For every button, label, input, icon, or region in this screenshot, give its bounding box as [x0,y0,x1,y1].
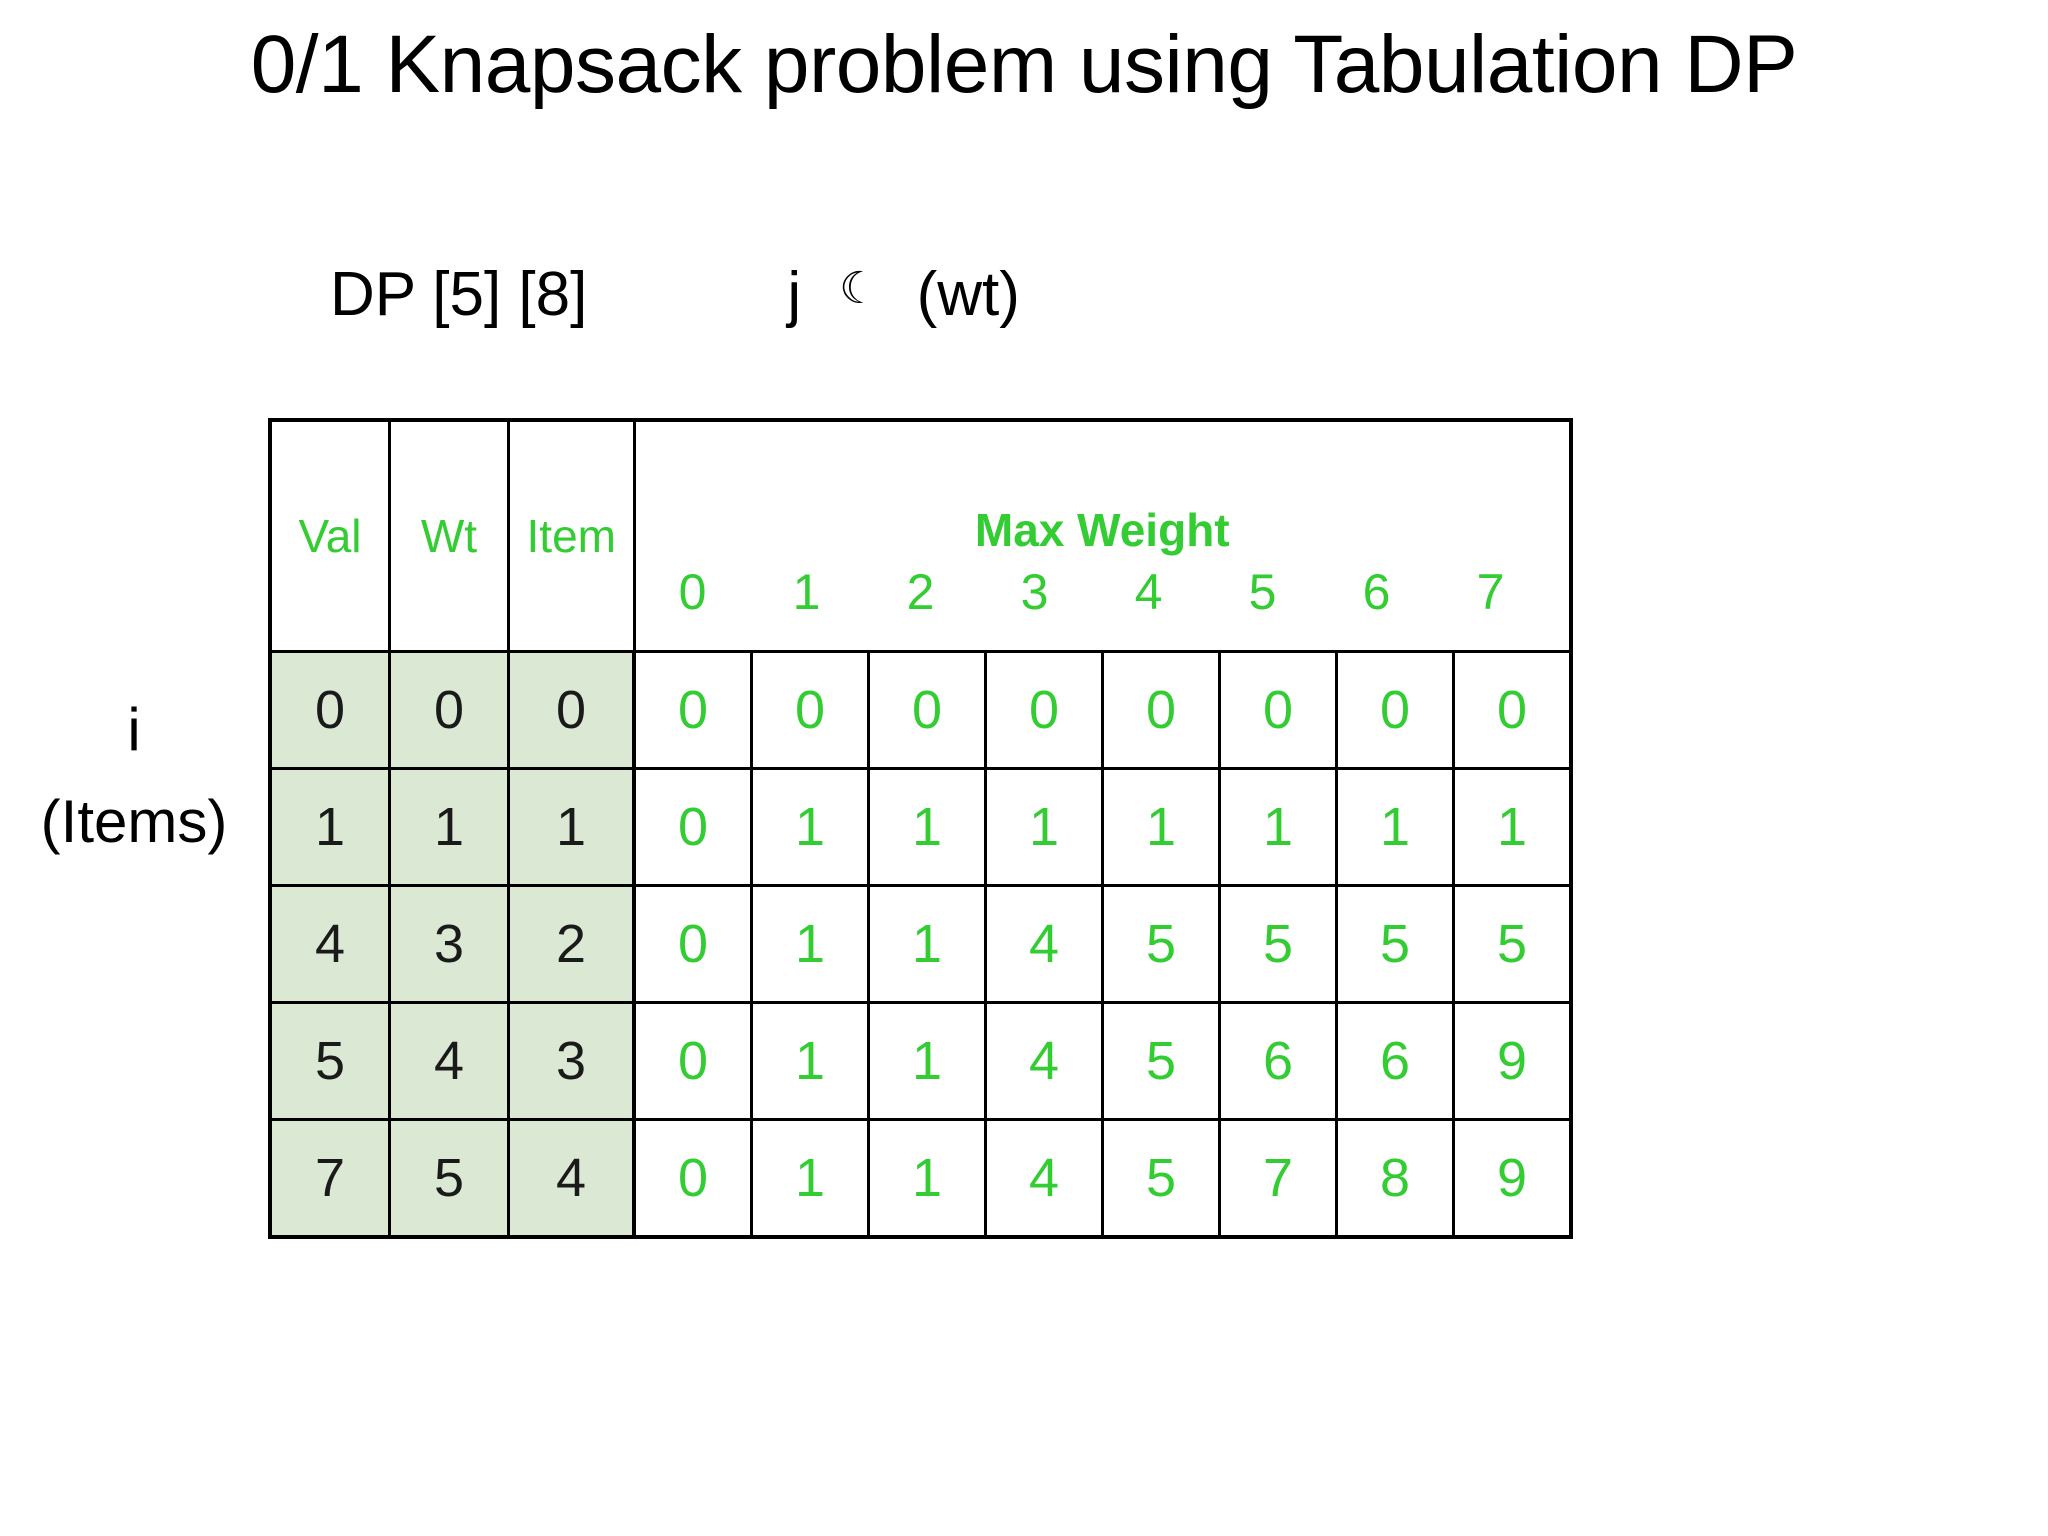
dp-cell: 6 [1218,1001,1338,1121]
cell-wt: 4 [388,1001,510,1121]
dp-cell: 4 [984,884,1104,1004]
table-header-row: Val Wt Item Max Weight 0 1 2 3 4 5 6 7 [268,418,1573,653]
dp-cell: 1 [984,767,1104,887]
dp-cell: 1 [750,767,870,887]
cell-item: 1 [507,767,636,887]
header-max-weight-group: Max Weight 0 1 2 3 4 5 6 7 [632,418,1573,653]
dp-table-head: Val Wt Item Max Weight 0 1 2 3 4 5 6 7 [268,418,1573,653]
cell-wt: 0 [388,650,510,770]
row-axis-name: (Items) [40,788,228,855]
j-index-label: j [787,260,802,329]
dp-cell: 1 [1452,767,1573,887]
dp-cell: 0 [984,650,1104,770]
cell-item: 4 [507,1118,636,1239]
cell-item: 3 [507,1001,636,1121]
table-row: 7 5 4 0 1 1 4 5 7 8 9 [268,1118,1573,1239]
table-row: 4 3 2 0 1 1 4 5 5 5 5 [268,884,1573,1004]
table-row: 5 4 3 0 1 1 4 5 6 6 9 [268,1001,1573,1121]
weight-tick-3: 3 [1020,564,1049,620]
dp-cell: 1 [1218,767,1338,887]
dp-cell: 1 [1101,767,1221,887]
weight-tick-7: 7 [1476,564,1505,620]
weight-tick-1: 1 [792,564,821,620]
dp-dimensions-label: DP [5] [8] [330,260,588,329]
page-title: 0/1 Knapsack problem using Tabulation DP [250,19,1798,110]
header-wt: Wt [388,418,510,653]
dp-cell: 5 [1101,1118,1221,1239]
row-axis-symbol: i [127,696,141,763]
dp-cell: 0 [750,650,870,770]
dp-cell: 5 [1452,884,1573,1004]
dp-cell: 1 [867,884,987,1004]
weight-tick-2: 2 [906,564,935,620]
cell-wt: 1 [388,767,510,887]
dp-cell: 0 [632,1001,753,1121]
dp-cell: 1 [867,767,987,887]
header-item: Item [507,418,636,653]
dp-cell: 1 [750,1001,870,1121]
dp-cell: 0 [632,884,753,1004]
dp-cell: 1 [750,884,870,1004]
dp-cell: 4 [984,1118,1104,1239]
cell-wt: 5 [388,1118,510,1239]
dp-cell: 4 [984,1001,1104,1121]
dp-cell: 5 [1218,884,1338,1004]
dp-cell: 1 [867,1001,987,1121]
dp-cell: 0 [1101,650,1221,770]
cell-item: 0 [507,650,636,770]
weight-label: (wt) [916,260,1020,329]
dp-cell: 1 [867,1118,987,1239]
dp-cell: 5 [1101,1001,1221,1121]
dp-cell: 9 [1452,1118,1573,1239]
dp-cell: 0 [867,650,987,770]
max-weight-title: Max Weight [974,504,1230,556]
dp-cell: 8 [1335,1118,1455,1239]
dp-cell: 0 [1452,650,1573,770]
dp-cell: 0 [1335,650,1455,770]
cell-val: 5 [268,1001,391,1121]
weight-tick-4: 4 [1134,564,1163,620]
dp-cell: 6 [1335,1001,1455,1121]
header-val: Val [268,418,391,653]
table-row: 1 1 1 0 1 1 1 1 1 1 1 [268,767,1573,887]
cell-wt: 3 [388,884,510,1004]
caption-row: DP [5] [8] j ☾ (wt) [330,264,1020,326]
cell-item: 2 [507,884,636,1004]
dp-cell: 7 [1218,1118,1338,1239]
dp-cell: 1 [1335,767,1455,887]
dp-table-body: 0 0 0 0 0 0 0 0 0 0 0 1 1 1 0 1 1 1 1 [268,650,1573,1239]
cell-val: 4 [268,884,391,1004]
table-row: 0 0 0 0 0 0 0 0 0 0 0 [268,650,1573,770]
dp-cell: 0 [632,1118,753,1239]
dp-table-container: Val Wt Item Max Weight 0 1 2 3 4 5 6 7 [268,418,1573,1239]
dp-cell: 5 [1101,884,1221,1004]
dp-cell: 9 [1452,1001,1573,1121]
weight-tick-5: 5 [1248,564,1277,620]
dp-cell: 5 [1335,884,1455,1004]
dp-table: Val Wt Item Max Weight 0 1 2 3 4 5 6 7 [268,418,1573,1239]
cell-val: 1 [268,767,391,887]
dp-cell: 0 [632,650,753,770]
max-weight-ticks: 0 1 2 3 4 5 6 7 [636,567,1570,617]
crescent-moon-icon: ☾ [839,264,879,313]
dp-cell: 1 [750,1118,870,1239]
weight-tick-6: 6 [1362,564,1391,620]
dp-cell: 0 [632,767,753,887]
dp-cell: 0 [1218,650,1338,770]
cell-val: 0 [268,650,391,770]
weight-tick-0: 0 [678,564,707,620]
cell-val: 7 [268,1118,391,1239]
